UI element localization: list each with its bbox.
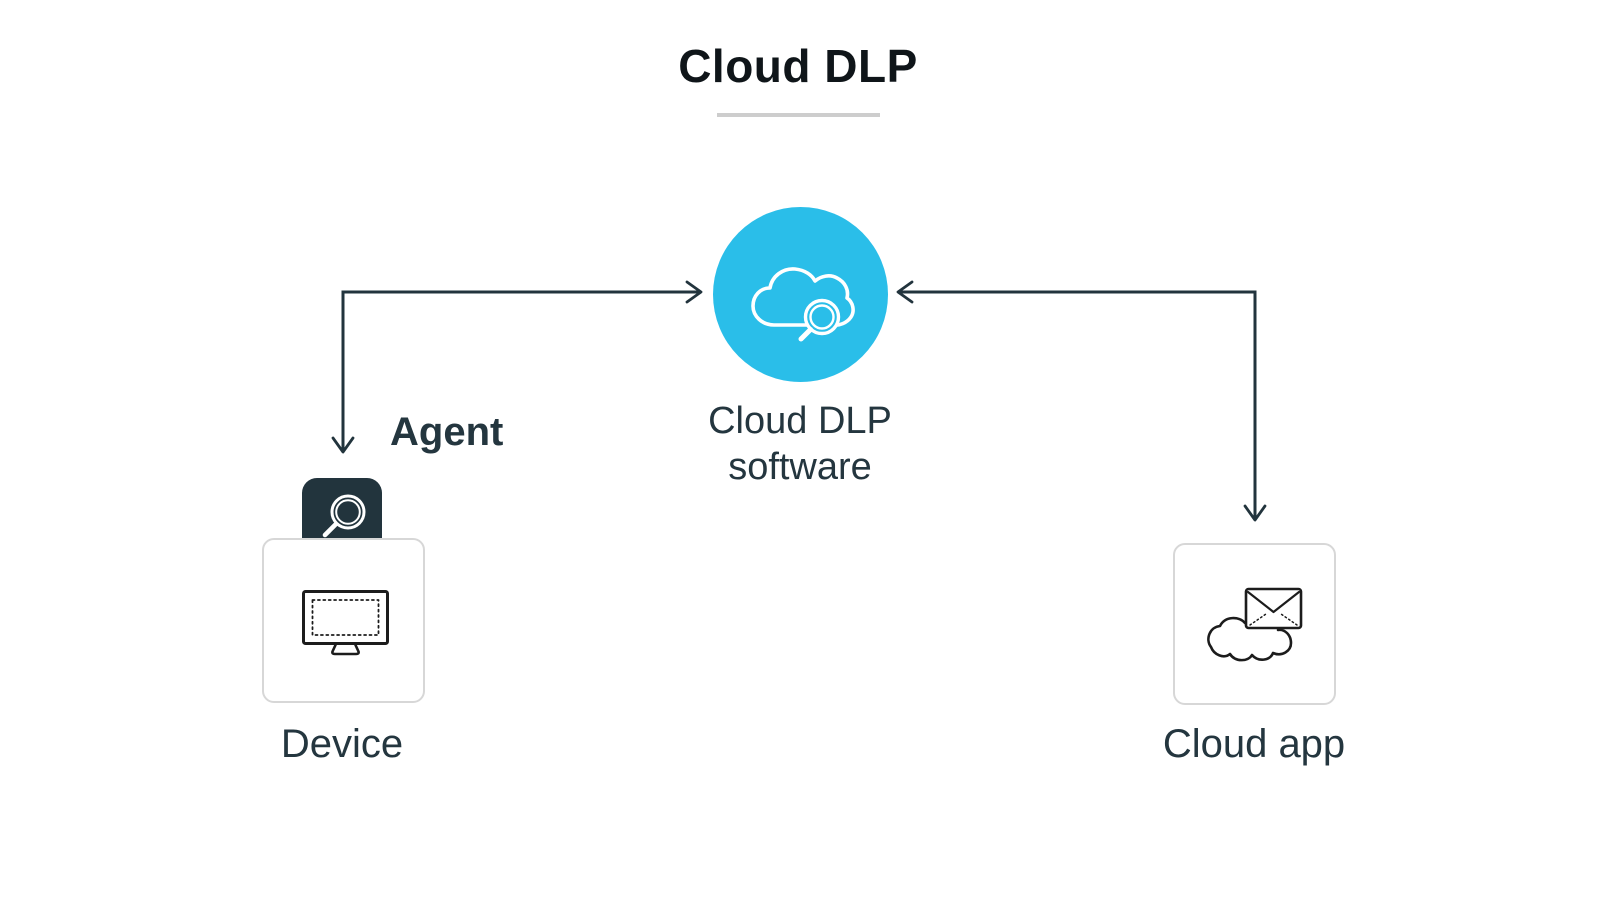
cloud-dlp-software-node: [713, 207, 888, 382]
cloud-dlp-software-label-line1: Cloud DLP: [708, 400, 892, 442]
device-node: [262, 538, 425, 703]
cloud-search-icon: [750, 266, 855, 341]
cloud-mail-icon: [1207, 587, 1303, 662]
device-label: Device: [280, 722, 404, 766]
magnifier-icon: [322, 494, 366, 538]
cloud-app-node: [1173, 543, 1336, 705]
cloud-app-label: Cloud app: [1162, 722, 1346, 766]
title-underline-divider: [717, 113, 880, 117]
monitor-icon: [302, 590, 389, 656]
cloud-dlp-software-label-line2: software: [728, 446, 872, 488]
agent-label: Agent: [390, 410, 504, 454]
page-title: Cloud DLP: [678, 40, 918, 92]
cloud-dlp-software-label: Cloud DLP software: [600, 398, 1000, 490]
